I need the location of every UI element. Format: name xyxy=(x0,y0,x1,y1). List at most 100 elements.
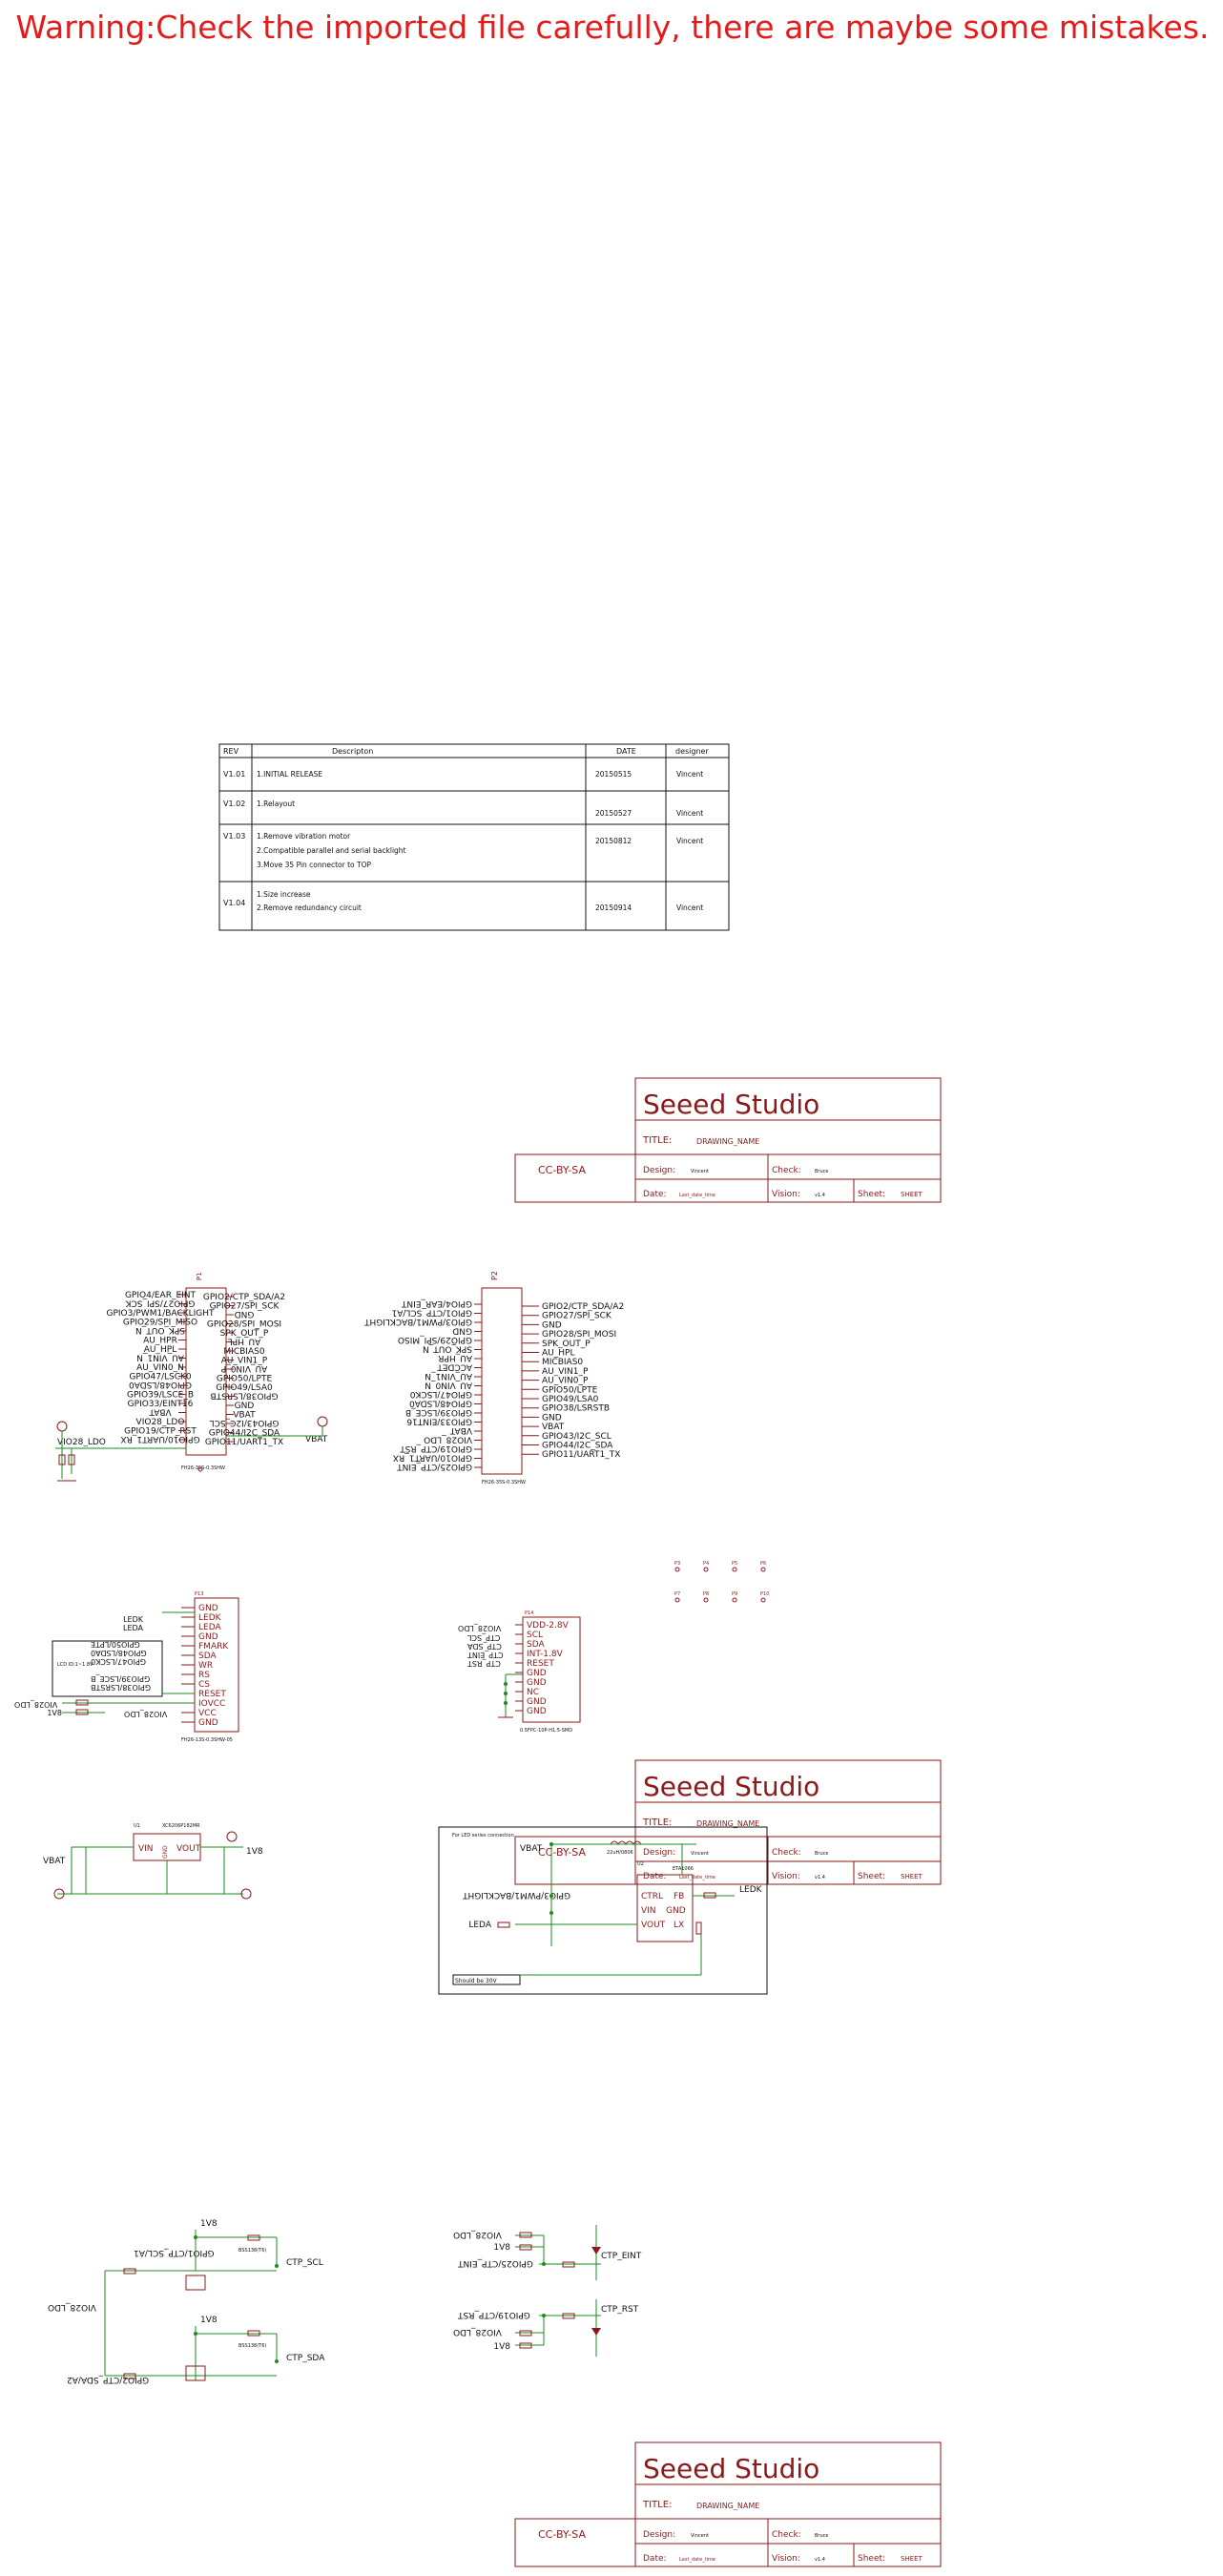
lcd-net-vio-bottom: VIO28_LDO xyxy=(124,1710,167,1718)
backlight-circuit: For LED series connection U2 ETA1066 CTR… xyxy=(438,1826,768,1995)
lcd-net-lsce: GPIO39/LSCE_B xyxy=(91,1674,150,1683)
sheet-label: Sheet: xyxy=(858,1872,885,1881)
lcd-ref: P13 xyxy=(195,1591,203,1597)
ic-pin-lx: LX xyxy=(674,1921,684,1930)
design-value: Vincent xyxy=(691,1169,709,1174)
rev-2-desc: 1.Relayout xyxy=(257,800,295,808)
p1-left-net: VBAT xyxy=(149,1407,172,1417)
vision-value: v1.4 xyxy=(815,2557,825,2563)
p2-left-net: GPIO25/CTP_EINT xyxy=(397,1462,472,1471)
p2-right-net: GPIO2/CTP_SDA/A2 xyxy=(542,1302,624,1312)
mounting-hole-label: P9 xyxy=(732,1591,737,1597)
p1-right-net: GPIO43/I2C_SCL xyxy=(210,1418,280,1427)
p1-right-net: GPIO11/UART1_TX xyxy=(205,1438,283,1447)
ctp-part: 0.5FPC-10P-H1.5-SMD xyxy=(520,1728,572,1734)
p1-left-net: AU_VIN0_N xyxy=(136,1363,184,1373)
p2-right-net: AU_VIN1_P xyxy=(542,1367,589,1377)
p1-left-net: GPIO27/SPI_SCK xyxy=(124,1298,195,1308)
ls-scl-in: GPIO1/CTP_SCL/A1 xyxy=(134,2248,215,2257)
p1-right-net: SPK_OUT_P xyxy=(220,1329,269,1339)
lcd-id-label: LCD ID:1~1.8V xyxy=(57,1662,93,1668)
designer-header: designer xyxy=(675,747,709,756)
ctp-net-sda: CTP_SDA xyxy=(466,1642,501,1651)
check-value: Bruce xyxy=(815,1851,828,1857)
ctp-connector: P14 0.5FPC-10P-H1.5-SMD VDD-2.8VSCLSDAIN… xyxy=(458,1610,581,1734)
ctp-pin-label: GND xyxy=(527,1707,547,1716)
mounting-hole-label: P8 xyxy=(703,1591,709,1597)
p2-right-net: VBAT xyxy=(542,1423,565,1432)
rev-1-desc: 1.INITIAL RELEASE xyxy=(257,770,322,779)
ctp-pin-label: SDA xyxy=(527,1640,545,1650)
p1-left-net: GPIO47/LSCK0 xyxy=(129,1373,192,1382)
cp-eint: CTP_EINT xyxy=(601,2252,642,2261)
lcd-net-1v8: 1V8 xyxy=(47,1709,62,1717)
p2-left-net: GPIO1/CTP_SCL/A1 xyxy=(391,1308,472,1318)
lcd-pin-label: VCC xyxy=(198,1709,217,1718)
design-value: Vincent xyxy=(691,1851,709,1857)
lcd-pin-label: RS xyxy=(198,1671,210,1680)
p1-left-net: GPIO3/PWM1/BACKLIGHT xyxy=(106,1309,215,1319)
p2-right-net: GPIO44/I2C_SDA xyxy=(542,1442,613,1451)
backlight-ic-ref: U2 xyxy=(637,1861,644,1867)
connector-p1: P1 FH26-35S-0.3SHW GPIO4/EAR_EINTGPIO27/… xyxy=(55,1272,328,1482)
p1-right-net: GND xyxy=(235,1309,255,1319)
p2-left-net: GPIO48/LSDA0 xyxy=(409,1399,472,1408)
p1-left-net: SPK_OUT_N xyxy=(135,1325,185,1335)
revision-table: REV Descripton DATE designer V1.01 1.INI… xyxy=(218,743,730,931)
lcd-net-lpte: GPIO50/LPTE xyxy=(91,1640,140,1649)
p1-left-net: AU_HPR xyxy=(143,1337,177,1346)
mounting-hole-icon xyxy=(674,1597,680,1603)
p2-right-net: GPIO27/SPI_SCK xyxy=(542,1312,612,1321)
mounting-hole-label: P3 xyxy=(674,1561,680,1567)
p2-left-net: GPIO10/UART1_RX xyxy=(393,1453,472,1463)
mounting-hole-icon xyxy=(674,1567,680,1572)
ic-pin-gnd: GND xyxy=(666,1906,686,1916)
lcd-pin-label: CS xyxy=(198,1680,210,1690)
backlight-note: For LED series connection xyxy=(452,1833,514,1839)
ls-sda-in: GPIO2/CTP_SDA/A2 xyxy=(67,2375,149,2384)
p1-right-net: AU_VIN1_P xyxy=(221,1357,268,1366)
backlight-pwm: GPIO3/PWM1/BACKLIGHT xyxy=(462,1890,570,1900)
title-value: DRAWING_NAME xyxy=(696,1819,759,1828)
rev-1-designer: Vincent xyxy=(676,770,703,779)
lcd-pin-label: GND xyxy=(198,1718,218,1728)
rev-3: V1.03 xyxy=(223,832,245,841)
p2-left-net: AU_HPR xyxy=(438,1353,472,1362)
sheet-value: SHEET xyxy=(901,1191,923,1198)
vision-value: v1.4 xyxy=(815,1875,825,1880)
ldo-out-net: 1V8 xyxy=(246,1847,263,1857)
ctp-pin-label: GND xyxy=(527,1669,547,1678)
mounting-hole-label: P6 xyxy=(760,1561,766,1567)
lcd-id-box xyxy=(52,1640,163,1697)
p2-left-net: GPIO47/LSCK0 xyxy=(409,1389,472,1399)
company-name: Seeed Studio xyxy=(643,1089,819,1120)
p1-left-net: GPIO10/UART1_RX xyxy=(120,1434,199,1444)
p1-right-net: AU_VIN0_P xyxy=(220,1363,267,1373)
title-block-3: Seeed Studio TITLE: DRAWING_NAME CC-BY-S… xyxy=(514,2441,942,2567)
p2-right-net: GND xyxy=(542,1320,562,1330)
connector-p2: P2 FH26-35S-0.3SHW GPIO4/EAR_EINTGPIO1/C… xyxy=(363,1271,624,1485)
mounting-hole-label: P10 xyxy=(760,1591,769,1597)
p1-right-net: VBAT xyxy=(233,1411,256,1421)
ldo-ref: U1 xyxy=(134,1823,140,1829)
rev-4: V1.04 xyxy=(223,899,245,907)
sheet-value: SHEET xyxy=(901,2555,923,2563)
p2-right-net: MICBIAS0 xyxy=(542,1358,583,1367)
mounting-hole-icon xyxy=(760,1567,766,1572)
cp-1v8-2: 1V8 xyxy=(493,2342,510,2352)
cp-rst: CTP_RST xyxy=(601,2305,639,2315)
level-shifter: 1V8 GPIO1/CTP_SCL/A1 CTP_SCL VIO28_LDO 1… xyxy=(48,2219,325,2384)
p2-right-net: GPIO11/UART1_TX xyxy=(542,1450,620,1460)
p1-left-net: AU_HPL xyxy=(144,1345,176,1355)
check-value: Bruce xyxy=(815,1169,828,1174)
lcd-pin-label: SDA xyxy=(198,1652,217,1661)
p2-right-net: AU_HPL xyxy=(542,1349,574,1359)
p2-left-net: GPIO29/SPI_MISO xyxy=(398,1335,472,1344)
license: CC-BY-SA xyxy=(538,1164,586,1176)
check-value: Bruce xyxy=(815,2533,828,2539)
lcd-net-ledk: LEDK xyxy=(123,1615,144,1624)
ls-mosfet-1: BSS138(T6) xyxy=(238,2248,266,2254)
mounting-hole-icon xyxy=(760,1597,766,1603)
p2-right-net: GPIO28/SPI_MOSI xyxy=(542,1330,616,1340)
